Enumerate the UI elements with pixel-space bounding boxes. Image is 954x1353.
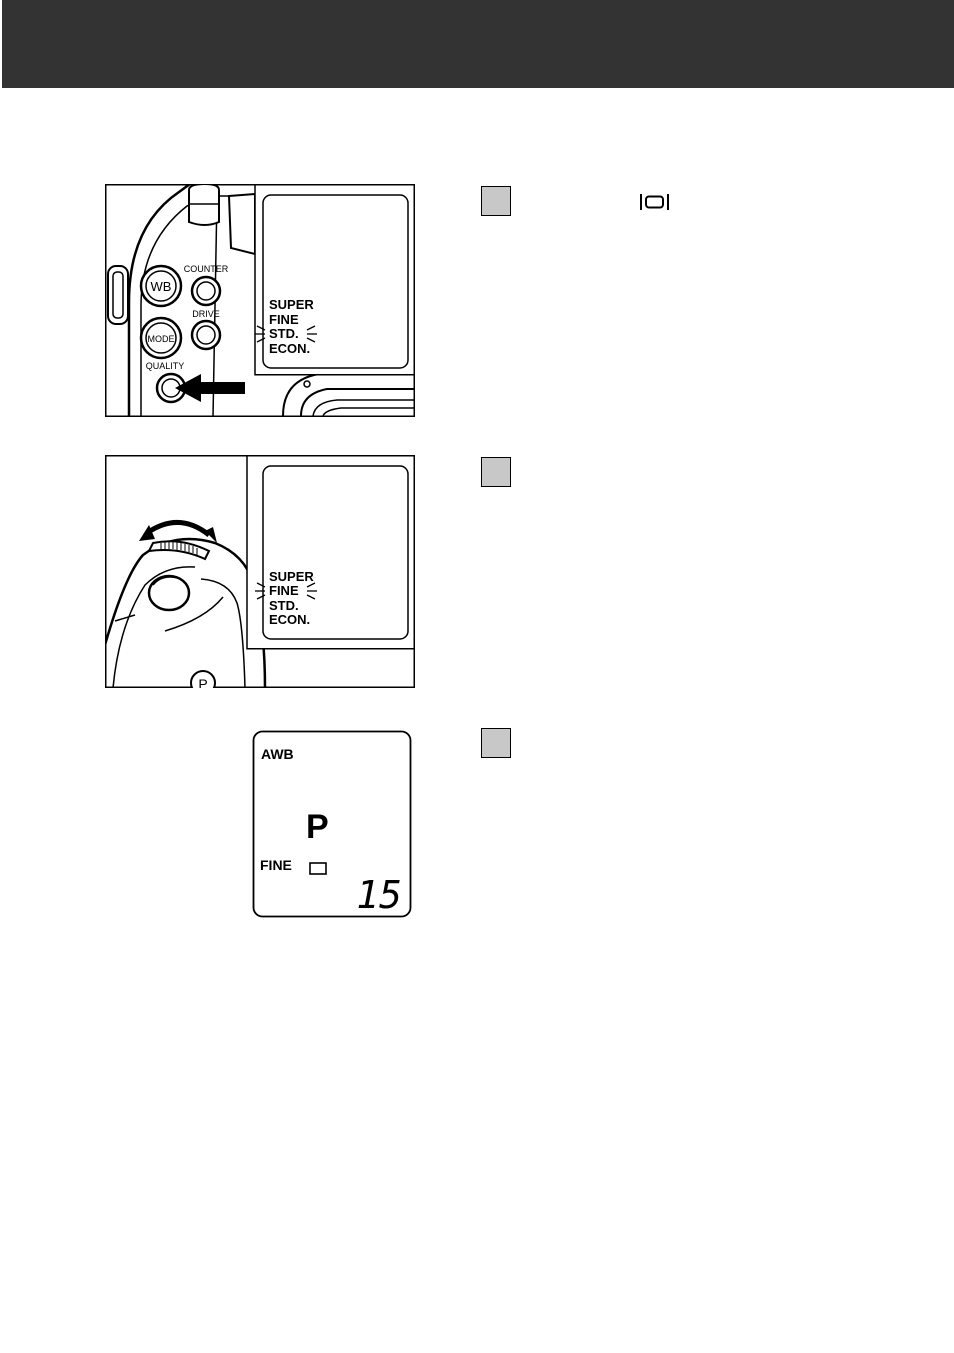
lcd-option-super: SUPER <box>269 297 314 312</box>
figure-1-illustration: WB COUNTER MODE DRIVE QUALITY SUPER FINE… <box>105 184 415 417</box>
blink-marks-icon <box>255 325 317 343</box>
lcd-option-std: STD. <box>269 598 299 613</box>
figure-quality-button: WB COUNTER MODE DRIVE QUALITY SUPER FINE… <box>105 184 415 417</box>
press-arrow-icon <box>175 374 245 402</box>
lcd-quality: FINE <box>260 857 292 873</box>
figure-3-illustration: AWB P FINE 15 <box>252 730 412 918</box>
step-2-marker <box>481 457 511 487</box>
wb-label: WB <box>151 279 172 294</box>
lcd-option-fine: FINE <box>269 583 299 598</box>
lcd-frame-count: 15 <box>356 873 402 917</box>
figure-2-illustration: P SUPER FINE STD. ECON. <box>105 455 415 688</box>
mode-label: MODE <box>148 334 175 344</box>
header-bar <box>2 0 954 88</box>
figure-control-dial: P SUPER FINE STD. ECON. <box>105 455 415 688</box>
blink-marks-icon <box>255 582 317 600</box>
lcd-option-fine: FINE <box>269 312 299 327</box>
counter-label: COUNTER <box>184 264 229 274</box>
lcd-white-balance: AWB <box>261 746 294 762</box>
step-1-marker <box>481 186 511 216</box>
single-frame-icon <box>309 862 327 875</box>
rotate-arrow-icon <box>145 520 211 537</box>
p-button-label: P <box>198 676 207 688</box>
step-3-marker <box>481 728 511 758</box>
lcd-option-std: STD. <box>269 326 299 341</box>
lcd-option-super: SUPER <box>269 569 314 584</box>
figure-lcd-result: AWB P FINE 15 <box>252 730 412 918</box>
lcd-option-econ: ECON. <box>269 341 310 356</box>
drive-label: DRIVE <box>192 309 220 319</box>
lcd-exposure-mode: P <box>306 808 329 846</box>
lcd-option-econ: ECON. <box>269 612 310 627</box>
single-frame-icon <box>639 193 671 211</box>
quality-label: QUALITY <box>146 361 185 371</box>
